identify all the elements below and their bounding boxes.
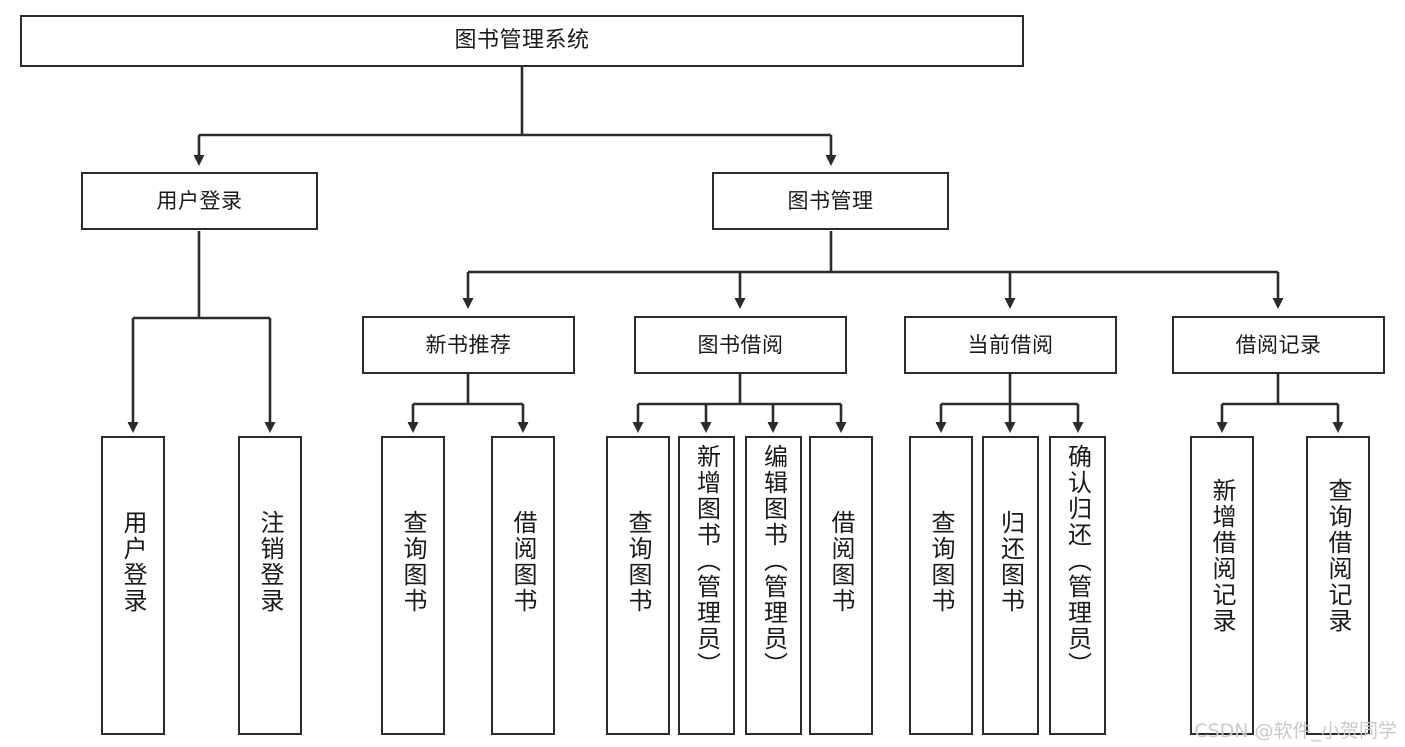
node-label: 图书管理系统 xyxy=(454,28,590,54)
leaf-label: 新增借阅记录 xyxy=(1208,478,1236,634)
leaf-label: 查询图书 xyxy=(927,510,955,614)
leaf-query-book-recommend[interactable]: 查询图书 xyxy=(381,436,445,735)
leaf-label: 查询图书 xyxy=(399,510,427,614)
watermark: CSDN @软件_小贺同学 xyxy=(1194,720,1397,742)
node-label: 当前借阅 xyxy=(967,332,1054,357)
leaf-add-book-admin[interactable]: 新增图书（管理员） xyxy=(678,436,735,735)
leaf-query-book-current[interactable]: 查询图书 xyxy=(909,436,973,735)
leaf-user-login[interactable]: 用户登录 xyxy=(101,436,165,735)
leaf-borrow-book-borrow[interactable]: 借阅图书 xyxy=(809,436,873,735)
leaf-label: 新增图书（管理员） xyxy=(692,444,721,678)
node-label: 新书推荐 xyxy=(425,332,512,357)
node-new-book-recommend[interactable]: 新书推荐 xyxy=(362,316,575,374)
node-book-management[interactable]: 图书管理 xyxy=(712,172,949,230)
leaf-label: 编辑图书（管理员） xyxy=(759,444,788,678)
leaf-label: 查询图书 xyxy=(624,510,652,614)
leaf-label: 借阅图书 xyxy=(509,510,537,614)
node-current-borrow[interactable]: 当前借阅 xyxy=(904,316,1117,374)
leaf-query-borrow-record[interactable]: 查询借阅记录 xyxy=(1306,436,1370,735)
leaf-label: 注销登录 xyxy=(256,510,284,614)
leaf-return-book[interactable]: 归还图书 xyxy=(982,436,1039,735)
leaf-label: 用户登录 xyxy=(119,510,147,614)
node-label: 图书借阅 xyxy=(697,332,784,357)
leaf-add-borrow-record[interactable]: 新增借阅记录 xyxy=(1190,436,1254,735)
leaf-label: 确认归还（管理员） xyxy=(1063,444,1092,678)
node-label: 借阅记录 xyxy=(1235,332,1322,357)
leaf-logout-login[interactable]: 注销登录 xyxy=(238,436,302,735)
node-label: 用户登录 xyxy=(156,188,243,213)
leaf-query-book-borrow[interactable]: 查询图书 xyxy=(606,436,670,735)
leaf-confirm-return-admin[interactable]: 确认归还（管理员） xyxy=(1049,436,1106,735)
leaf-label: 归还图书 xyxy=(996,510,1025,614)
leaf-label: 查询借阅记录 xyxy=(1324,478,1352,634)
node-book-borrow[interactable]: 图书借阅 xyxy=(634,316,847,374)
node-label: 图书管理 xyxy=(787,188,874,213)
node-borrow-record[interactable]: 借阅记录 xyxy=(1172,316,1385,374)
leaf-edit-book-admin[interactable]: 编辑图书（管理员） xyxy=(745,436,802,735)
node-user-login[interactable]: 用户登录 xyxy=(81,172,318,230)
node-root-book-management-system[interactable]: 图书管理系统 xyxy=(20,15,1024,67)
leaf-borrow-book-recommend[interactable]: 借阅图书 xyxy=(491,436,555,735)
leaf-label: 借阅图书 xyxy=(827,510,855,614)
